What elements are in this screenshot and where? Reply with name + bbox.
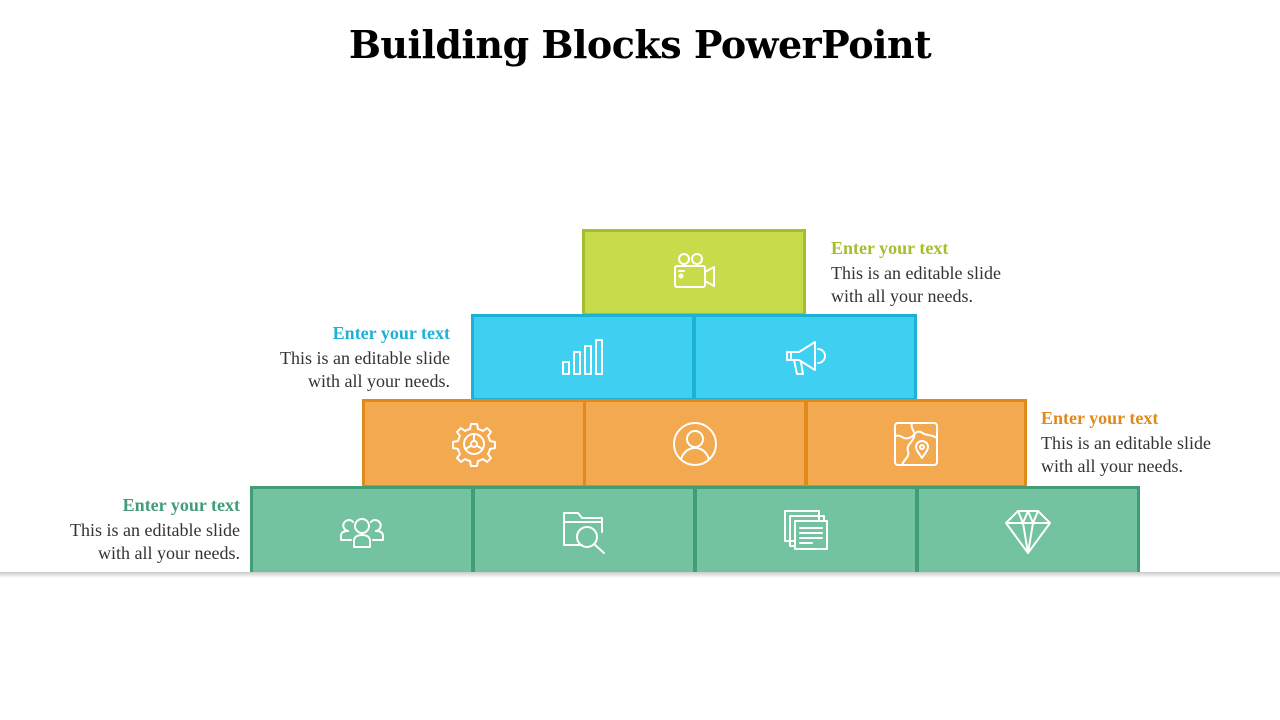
label-tier-2: Enter your text This is an editable slid…: [210, 323, 450, 393]
folder-search-icon: [563, 511, 605, 554]
block-video: [582, 229, 806, 316]
label-heading: Enter your text: [332, 323, 450, 343]
label-tier-1: Enter your text This is an editable slid…: [831, 238, 1071, 308]
team-icon: [340, 517, 384, 548]
block-diamond: [916, 486, 1140, 575]
label-body-line: with all your needs.: [308, 371, 450, 391]
block-team: [250, 486, 474, 575]
bar-chart-icon: [562, 338, 603, 375]
block-folder-search: [472, 486, 696, 575]
video-camera-icon: [674, 252, 715, 288]
label-tier-3: Enter your text This is an editable slid…: [1041, 408, 1280, 478]
user-icon: [673, 421, 717, 466]
label-heading: Enter your text: [122, 495, 240, 515]
megaphone-icon: [786, 340, 826, 375]
slide-title: Building Blocks PowerPoint: [348, 22, 932, 67]
block-map: [805, 399, 1027, 488]
ground-shadow: [0, 572, 1280, 578]
label-body-line: This is an editable slide: [70, 520, 240, 540]
map-icon: [894, 421, 938, 466]
label-tier-4: Enter your text This is an editable slid…: [0, 495, 240, 565]
label-heading: Enter your text: [1041, 408, 1159, 428]
label-heading: Enter your text: [831, 238, 949, 258]
label-body-line: This is an editable slide: [831, 263, 1001, 283]
gear-icon: [452, 422, 496, 467]
documents-icon: [784, 509, 828, 550]
diamond-icon: [1005, 509, 1051, 554]
block-megaphone: [693, 314, 917, 401]
label-body-line: This is an editable slide: [280, 348, 450, 368]
block-user: [583, 399, 807, 488]
label-body-line: This is an editable slide: [1041, 433, 1211, 453]
block-gear: [362, 399, 586, 488]
block-chart: [471, 314, 695, 401]
label-body-line: with all your needs.: [98, 543, 240, 563]
label-body-line: with all your needs.: [831, 286, 973, 306]
block-documents: [694, 486, 918, 575]
label-body-line: with all your needs.: [1041, 456, 1183, 476]
